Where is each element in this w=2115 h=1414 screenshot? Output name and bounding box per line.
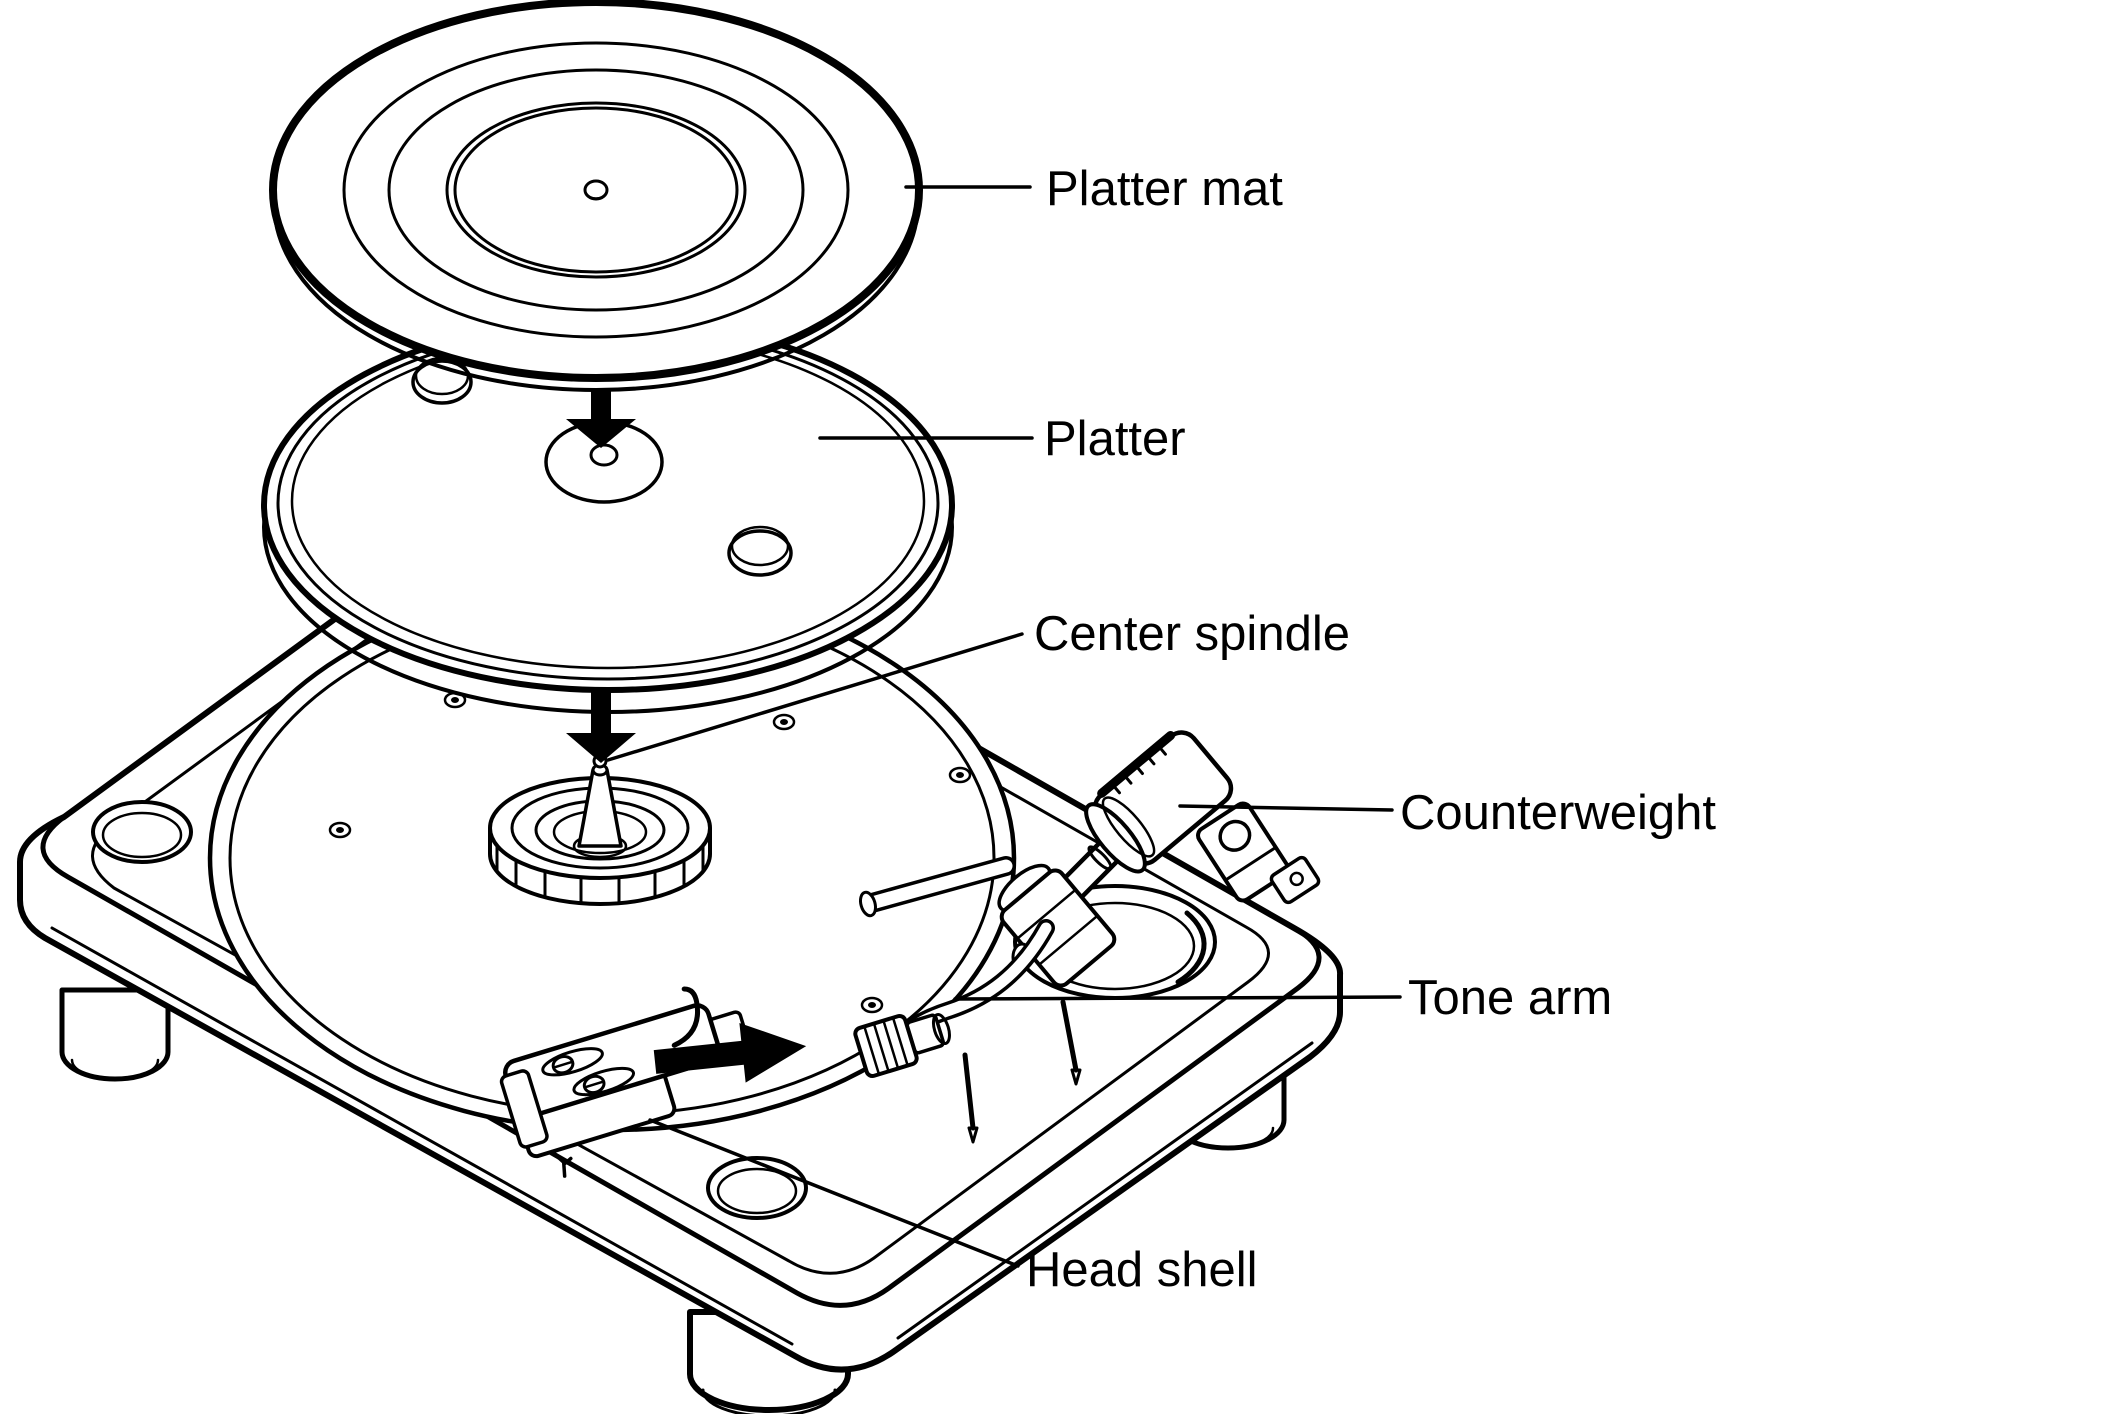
corner-cap-left [91,800,193,864]
leader-center-spindle [606,632,1024,762]
mat-center-hole [583,179,609,201]
platter-mat [269,0,923,392]
foot-left [59,987,171,1082]
counterweight [1084,730,1234,874]
callouts: Platter mat Platter Center spindle Count… [606,162,1716,1297]
label-platter-mat: Platter mat [1046,162,1283,216]
platter-spindle-recess [544,420,664,504]
center-spindle [577,753,623,848]
head-shell-screws [541,1047,636,1097]
center-spindle-hub [488,753,712,906]
side-seam-right [896,1041,1314,1340]
label-center-spindle: Center spindle [1034,607,1350,661]
stylus [550,1149,573,1178]
label-counterweight: Counterweight [1400,786,1716,840]
label-platter: Platter [1044,412,1186,466]
platter [261,317,955,714]
arm-connector-collar [853,1013,951,1079]
down-arrow-top [566,391,636,448]
dust-cover-hinge [1196,801,1321,905]
platter-finger-hole [727,525,793,577]
corner-cap-front [706,1156,808,1220]
finger-lift [671,986,701,1048]
label-tone-arm: Tone arm [1408,971,1612,1025]
arm-rest-bar [859,856,1016,918]
leader-tone-arm [953,995,1402,1001]
side-seam-left [50,926,794,1346]
label-head-shell: Head shell [1026,1243,1258,1297]
hub-knurl [495,843,705,905]
gimbal-housing [997,863,1117,988]
tone-arm [853,730,1234,1144]
insert-arrow [653,1022,807,1083]
leader-head-shell [648,1118,1020,1268]
leader-counterweight [1178,804,1394,812]
